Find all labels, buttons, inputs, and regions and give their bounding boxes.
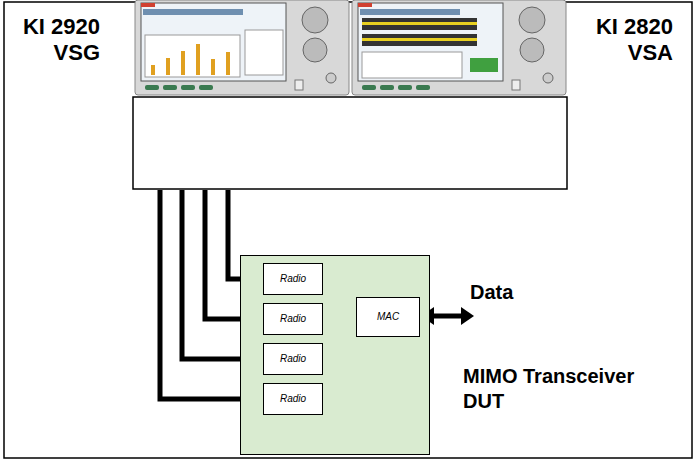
radio-box: Radio xyxy=(263,343,323,375)
instrument-label: KI 2820 VSA xyxy=(578,14,673,66)
block-label: Radio xyxy=(280,273,306,285)
radio-box: Radio xyxy=(263,303,323,335)
radio-box: Radio xyxy=(263,263,323,295)
signal-label: Data xyxy=(470,280,513,304)
instrument-label: KI 2920 VSG xyxy=(5,14,100,66)
mac-box: MAC xyxy=(356,297,420,337)
block-label: MAC xyxy=(377,311,399,323)
dut-board: MIMO Transceiver DUTRadioRadioRadioRadio… xyxy=(240,255,430,455)
block-label: Radio xyxy=(280,393,306,405)
block-label: Radio xyxy=(280,313,306,325)
test-instrument-rack: KI 2920 VSGKI 2820 VSA xyxy=(132,0,568,190)
radio-box: Radio xyxy=(263,383,323,415)
block-label: Radio xyxy=(280,353,306,365)
instrument-illustration xyxy=(132,0,568,190)
dut-label: MIMO Transceiver DUT xyxy=(463,364,663,414)
